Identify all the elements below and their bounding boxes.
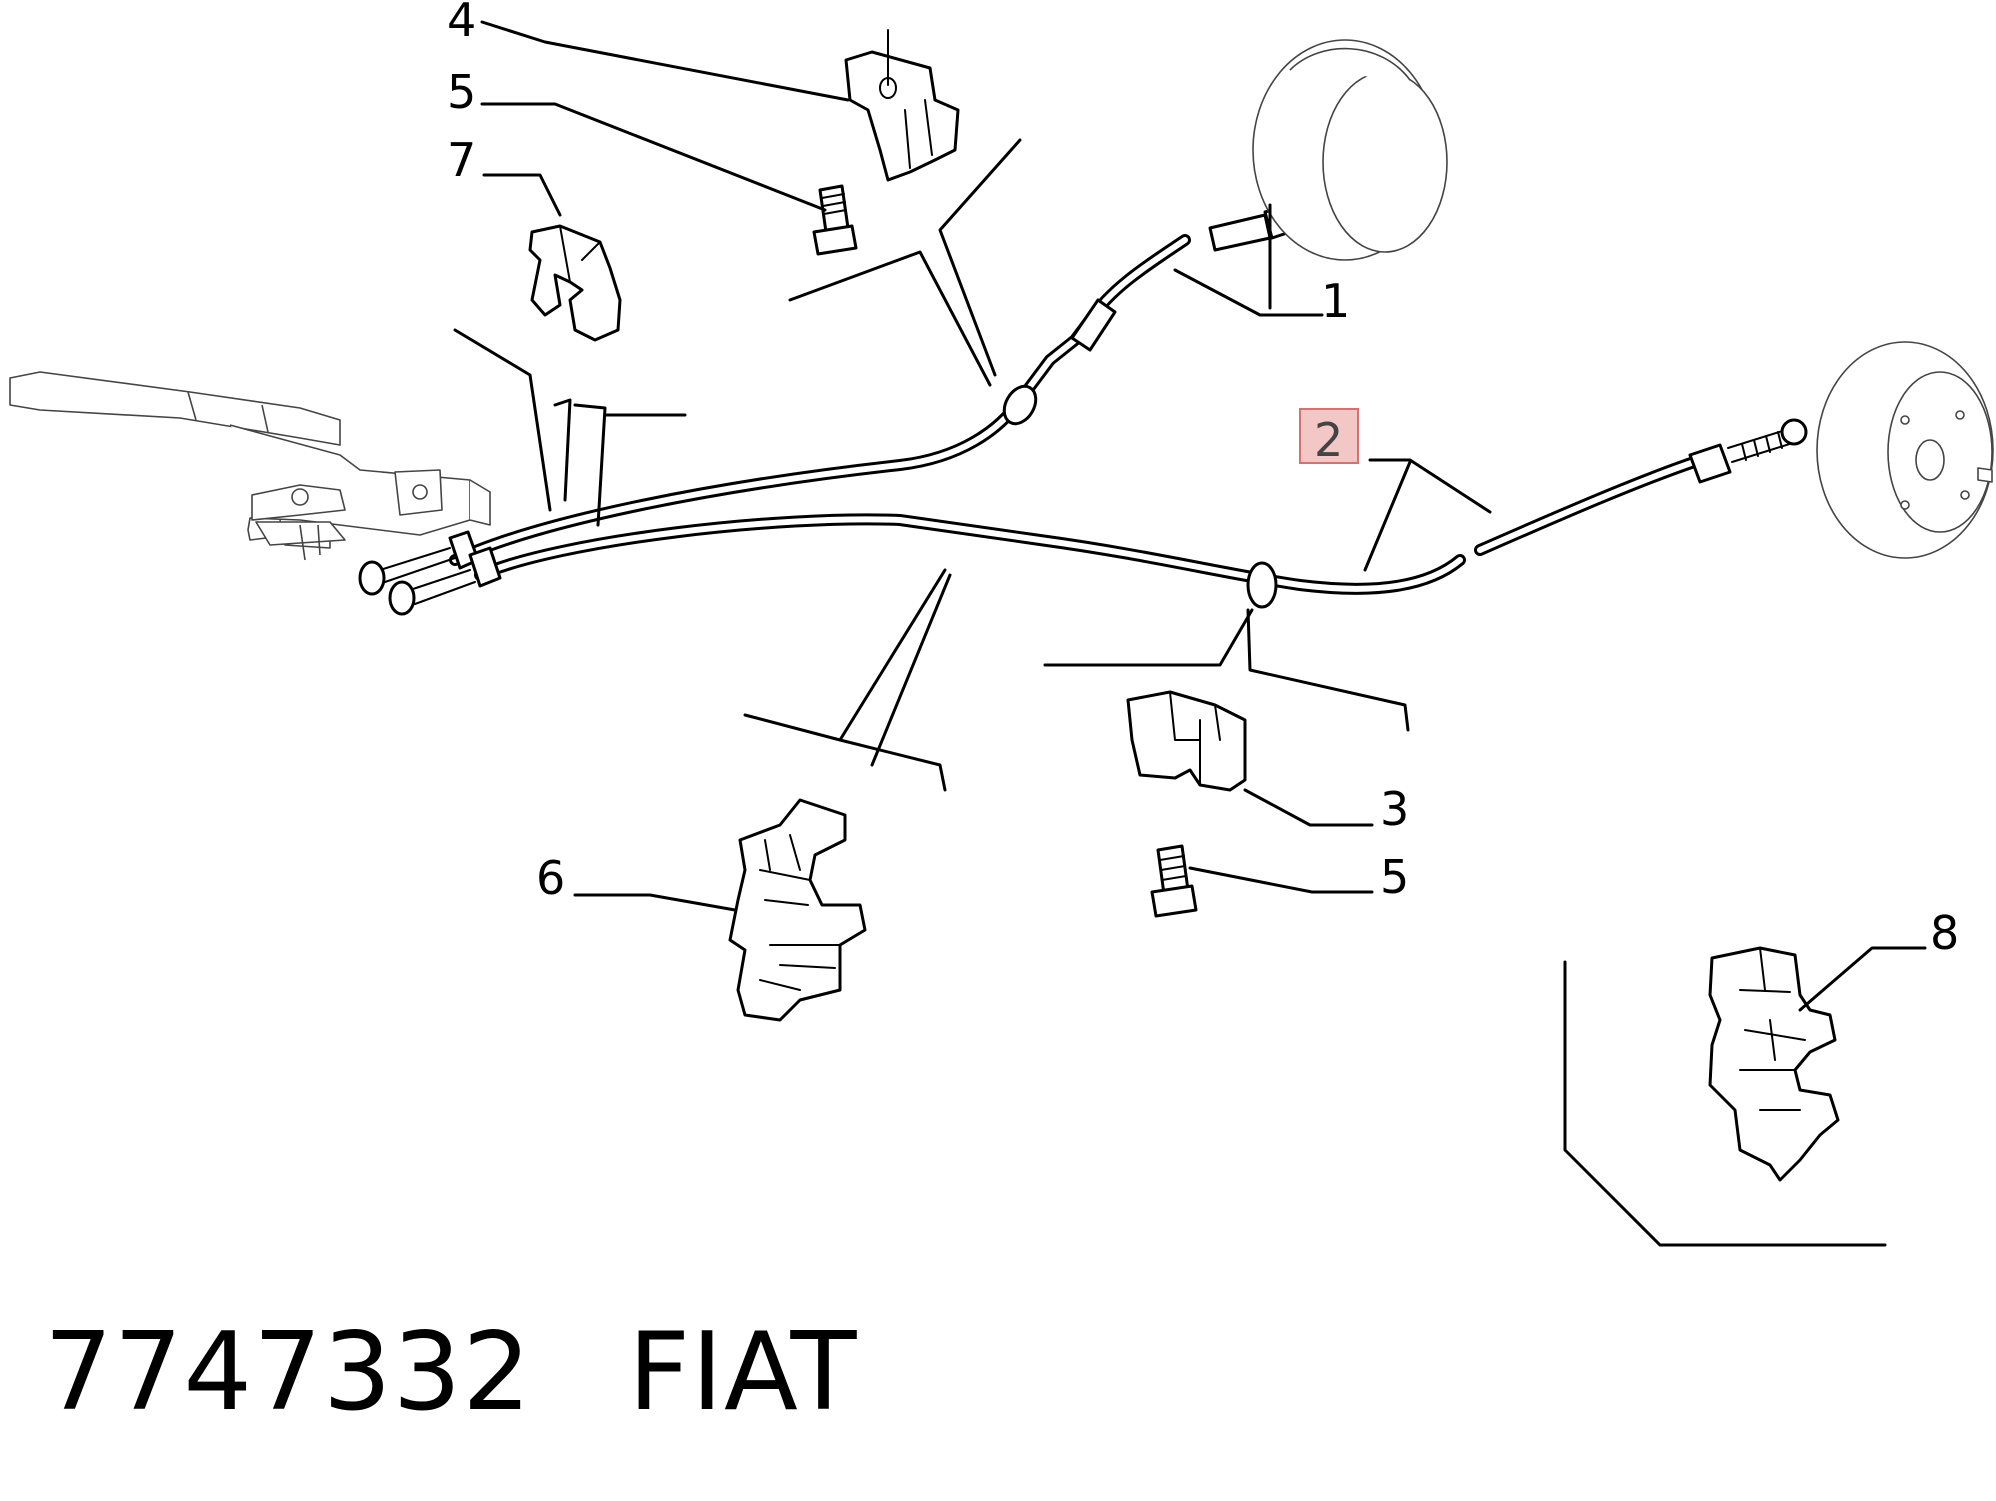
callout-3: 3	[1380, 782, 1409, 836]
callout-6: 6	[536, 851, 565, 905]
callout-8: 8	[1930, 906, 1959, 960]
hand-brake-lever	[9, 371, 491, 561]
callout-labels: 4 5 7 1 2 3 5 6 8	[447, 0, 1959, 960]
part-footer: 7747332 FIAT	[44, 1310, 857, 1435]
bracket-4	[844, 29, 960, 182]
cable-1	[358, 168, 1382, 596]
bolt-5-top	[812, 184, 858, 256]
part-number: 7747332	[44, 1310, 532, 1435]
cable-2	[388, 418, 1808, 616]
brand-name: FIAT	[628, 1310, 858, 1435]
rear-brake-drum-right	[1816, 341, 1994, 559]
callout-2: 2	[1314, 413, 1343, 467]
callout-7: 7	[447, 133, 476, 187]
leader-lines	[453, 20, 1927, 1247]
callout-1: 1	[1321, 274, 1350, 328]
bracket-3	[1126, 690, 1247, 792]
bracket-8	[1708, 946, 1840, 1182]
highlight-box	[1299, 408, 1359, 464]
bracket-6	[728, 798, 867, 1022]
bolt-5-bottom	[1150, 844, 1198, 918]
clip-7	[528, 224, 622, 342]
callout-5-mid: 5	[1380, 850, 1409, 904]
callout-5-top: 5	[447, 65, 476, 119]
rear-brake-drum-left	[1252, 39, 1448, 261]
callout-4: 4	[447, 0, 476, 47]
